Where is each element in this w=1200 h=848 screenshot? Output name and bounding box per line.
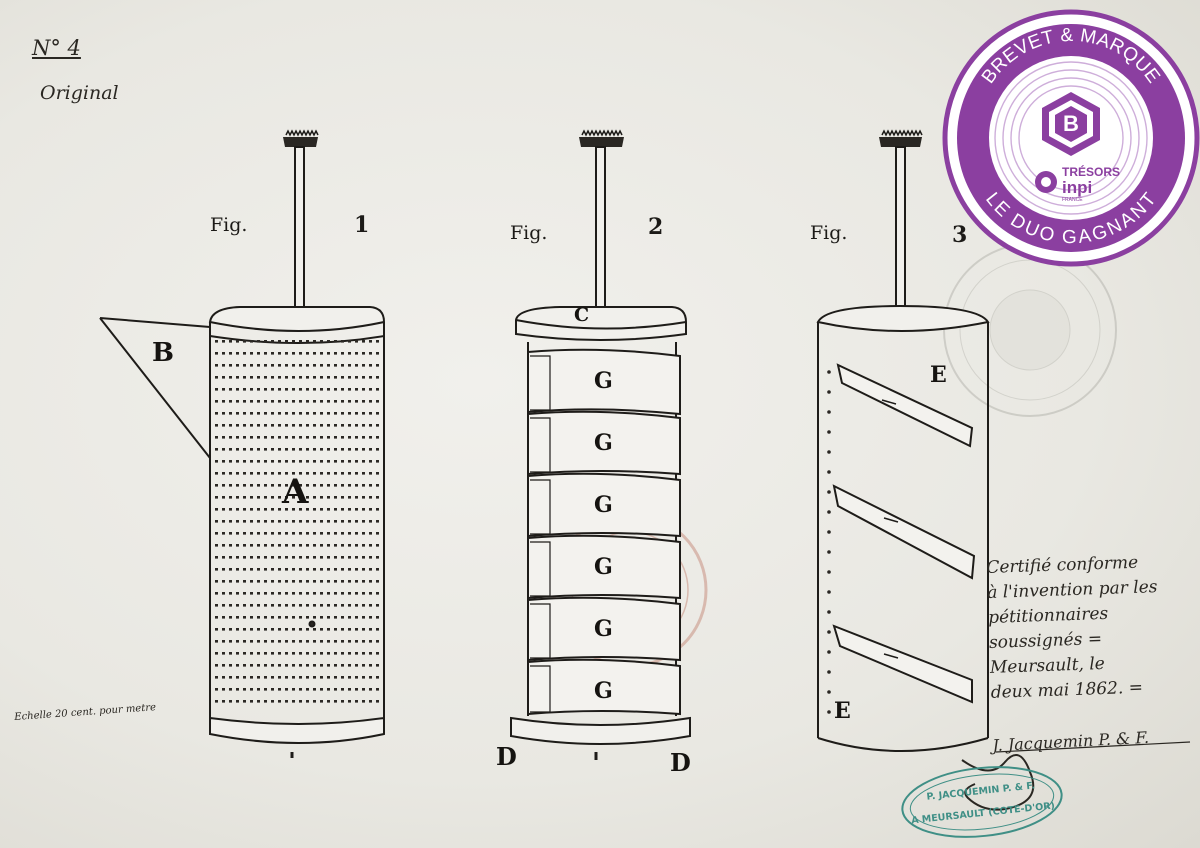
fig3-dotted-seam: [827, 370, 831, 714]
fig2-letter-g: G: [594, 616, 613, 642]
fig2-segments: [527, 348, 681, 716]
embossed-seal: [943, 243, 1117, 417]
badge-brand-line3: FRANCE: [1062, 197, 1083, 203]
fig2-letter-g: G: [594, 368, 613, 394]
fig1-letter-a: A: [282, 472, 309, 512]
badge-brand-line2: inpi: [1062, 178, 1092, 197]
certification-text: Certifié conforme à l'invention par les …: [986, 549, 1200, 706]
fig2-letter-g: G: [594, 554, 613, 580]
fig3-number: 3: [952, 222, 968, 248]
fig2-number: 2: [648, 214, 664, 240]
fig2-letter-g: G: [594, 430, 613, 456]
fig2-letter-d-left: D: [496, 742, 517, 771]
fig1-word: Fig.: [210, 214, 248, 236]
fig3-letter-e-bottom: E: [834, 698, 851, 724]
inpi-flower-icon: [1035, 171, 1057, 193]
fig2-letter-d-right: D: [670, 748, 691, 777]
figure-3-drawing: [816, 129, 990, 752]
fig2-letter-g: G: [594, 678, 613, 704]
fig2-letter-c: C: [574, 304, 590, 326]
fig1-number: 1: [354, 212, 370, 238]
figure-2-drawing: [510, 129, 691, 760]
inpi-badge: BREVET & MARQUE LE DUO GAGNANT B TRÉSORS…: [942, 9, 1200, 267]
sheet-number: N° 4: [32, 36, 81, 60]
signature-flourish: [961, 753, 1035, 811]
badge-letter: B: [1063, 111, 1079, 136]
fig3-letter-e-top: E: [930, 362, 947, 388]
fig2-word: Fig.: [510, 222, 548, 244]
badge-hexagon-core: [1055, 106, 1087, 142]
badge-wave-pattern: [994, 61, 1148, 215]
signature-underline: [995, 741, 1191, 753]
fig2-letter-g: G: [594, 492, 613, 518]
fig3-word: Fig.: [810, 222, 848, 244]
figure-1-drawing: [99, 129, 386, 758]
badge-brand-line1: TRÉSORS: [1062, 164, 1120, 179]
maker-stamp-oval: [901, 766, 1063, 838]
fig1-letter-b: B: [152, 338, 174, 368]
original-mark: Original: [40, 82, 119, 104]
